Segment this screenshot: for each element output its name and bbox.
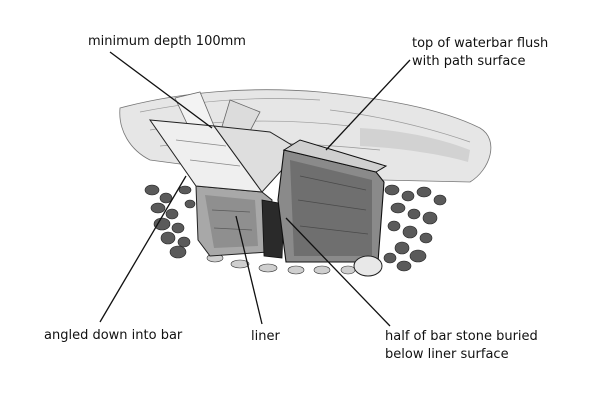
leader-top-waterbar xyxy=(325,59,411,151)
label-angled-down-text: angled down into bar xyxy=(44,328,183,343)
label-half-bar-line1: half of bar stone buried xyxy=(385,329,538,344)
label-min-depth: minimum depth 100mm xyxy=(88,33,246,51)
label-half-bar-line2: below liner surface xyxy=(385,347,509,362)
label-liner-text: liner xyxy=(251,329,280,344)
joint-gap xyxy=(261,199,285,259)
label-top-waterbar: top of waterbar flush with path surface xyxy=(412,35,548,71)
liner-stone xyxy=(195,185,273,257)
label-liner: liner xyxy=(251,328,280,346)
gravel-right xyxy=(383,184,447,272)
leader-lines xyxy=(99,51,411,327)
leader-liner xyxy=(235,215,263,325)
label-top-waterbar-line1: top of waterbar flush xyxy=(412,36,549,51)
label-top-waterbar-line2: with path surface xyxy=(412,54,526,69)
leader-angled-down xyxy=(99,175,187,323)
gravel-left xyxy=(144,184,196,259)
leader-half-bar xyxy=(285,217,391,327)
label-angled-down: angled down into bar xyxy=(44,327,182,345)
label-min-depth-text: minimum depth 100mm xyxy=(88,34,246,49)
base-gravel xyxy=(206,253,356,275)
leader-min-depth xyxy=(109,51,213,129)
label-half-bar: half of bar stone buried below liner sur… xyxy=(385,328,538,364)
small-stone xyxy=(353,255,383,277)
